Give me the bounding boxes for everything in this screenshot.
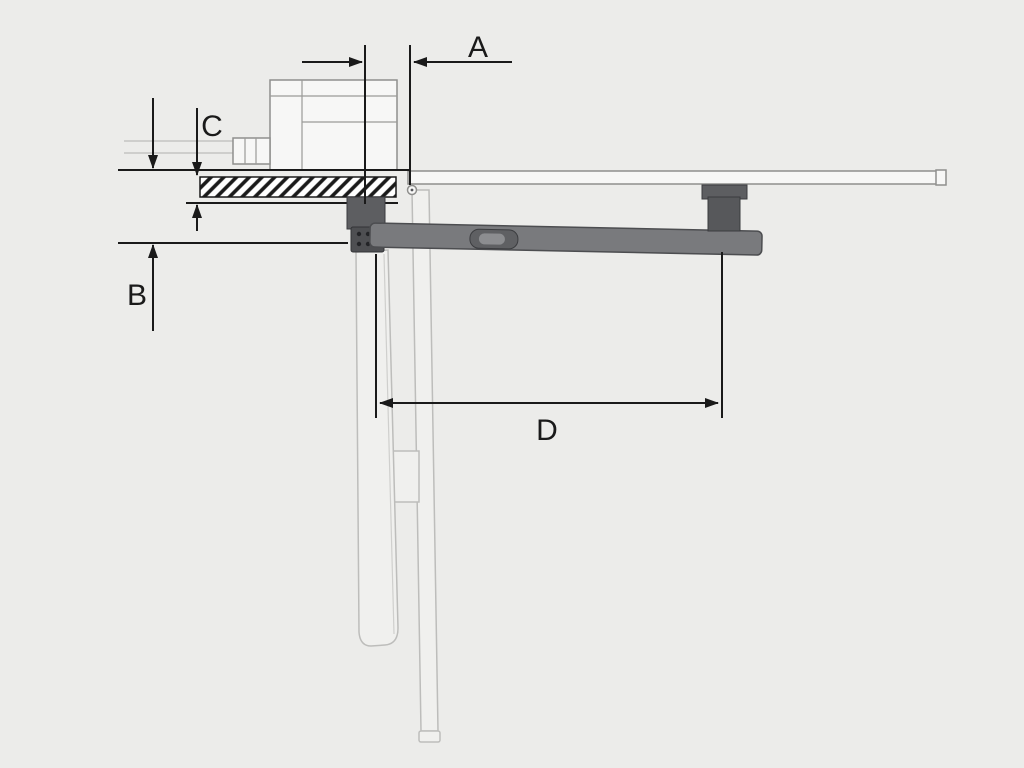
extension-lines — [118, 45, 723, 418]
gate-bracket — [701, 184, 748, 232]
dimension-a: A — [302, 31, 512, 67]
housing-body — [269, 79, 398, 171]
bolt-icon — [356, 241, 362, 247]
mount-bracket-open-faded — [391, 450, 420, 503]
operator-arm-open-faded — [355, 249, 399, 647]
operator-housing — [232, 79, 398, 171]
gate-leaf-open-end-faded — [418, 730, 441, 743]
gate-leaf-end-cap — [935, 169, 947, 186]
open-position-ghost — [355, 189, 441, 743]
dimension-label-a: A — [468, 31, 488, 64]
wall-section-hatched — [199, 176, 397, 198]
arm-joint-slot — [478, 233, 505, 245]
bolt-icon — [365, 231, 371, 237]
hinge-pivot-dot — [410, 188, 414, 192]
dimension-d: D — [379, 398, 719, 447]
operator-arm — [369, 222, 763, 256]
bolt-icon — [365, 241, 371, 247]
arm-bar — [369, 222, 763, 256]
gate-leaf-closed — [406, 169, 947, 196]
dimension-label-c: C — [201, 110, 223, 143]
gate-bracket-web — [707, 196, 741, 232]
dimension-b: B — [127, 98, 158, 331]
operator-arm-open-edge-line — [383, 253, 395, 635]
bolt-icon — [356, 231, 362, 237]
dimension-label-b: B — [127, 279, 147, 312]
gate-leaf-bar — [407, 170, 939, 185]
dimension-label-d: D — [536, 414, 558, 447]
dimension-c: C — [192, 108, 223, 231]
housing-side-attachment — [232, 137, 271, 165]
wall-edge-faint — [124, 140, 233, 154]
